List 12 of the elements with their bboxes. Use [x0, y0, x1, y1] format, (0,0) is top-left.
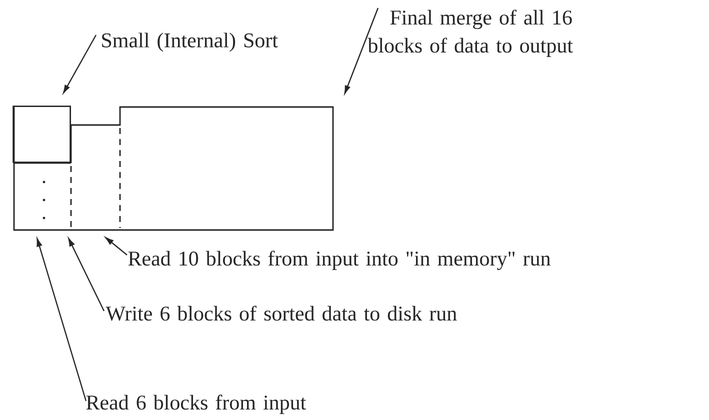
note-text: Final merge of all 16 blocks of data to output [368, 10, 573, 57]
leader-arrow [344, 8, 379, 94]
sort-box [12, 106, 71, 163]
note-text: Read 6 blocks from input [86, 394, 306, 414]
leader-arrow [105, 237, 128, 256]
leader-arrow [36, 238, 87, 402]
leader-arrow [63, 34, 97, 94]
memory-outline-drawing [13, 106, 334, 231]
leader-arrow [68, 238, 105, 312]
note-text: Write 6 blocks of sorted data to disk run [106, 306, 457, 321]
note-text: Read 10 blocks from input into "in memory" run [128, 250, 550, 270]
note-text: Small (Internal) Sort [102, 32, 278, 52]
